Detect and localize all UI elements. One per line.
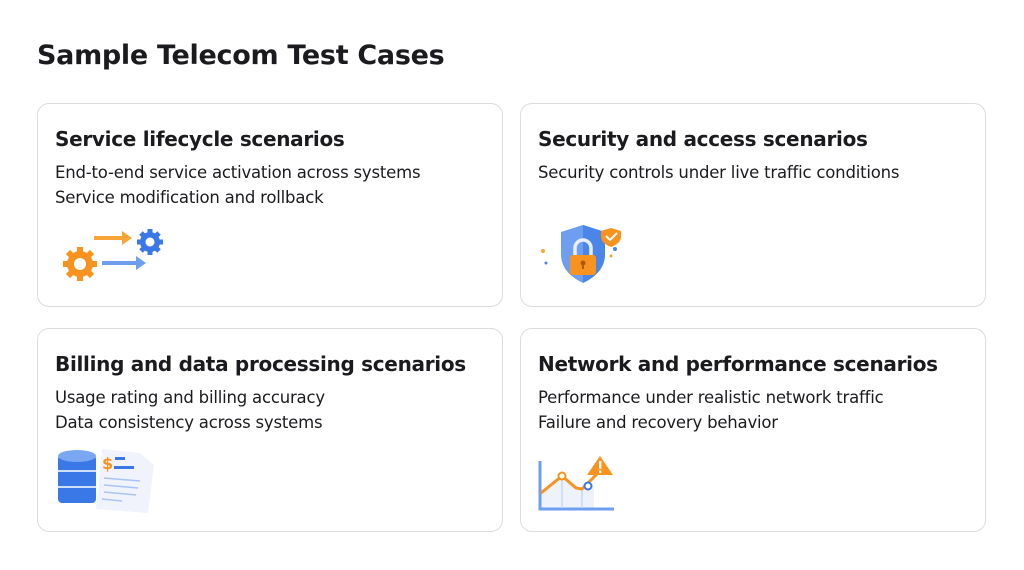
database-invoice-icon: $ (58, 449, 154, 513)
card-item: Performance under realistic network traf… (538, 388, 884, 407)
card-network: Network and performance scenarios Perfor… (520, 328, 986, 532)
card-item: Failure and recovery behavior (538, 413, 778, 432)
card-service-lifecycle: Service lifecycle scenarios End-to-end s… (37, 103, 503, 307)
card-billing: Billing and data processing scenarios Us… (37, 328, 503, 532)
card-item: Security controls under live traffic con… (538, 163, 900, 182)
svg-text:$: $ (102, 454, 113, 473)
card-item: Usage rating and billing accuracy (55, 388, 325, 407)
page-title: Sample Telecom Test Cases (37, 40, 445, 71)
card-item: Service modification and rollback (55, 188, 324, 207)
card-title: Network and performance scenarios (538, 352, 938, 376)
card-item: End-to-end service activation across sys… (55, 163, 421, 182)
card-title: Billing and data processing scenarios (55, 352, 466, 376)
gears-arrows-icon (63, 229, 163, 281)
card-item: Data consistency across systems (55, 413, 323, 432)
shield-lock-icon (541, 225, 621, 283)
card-title: Service lifecycle scenarios (55, 127, 345, 151)
card-security: Security and access scenarios Security c… (520, 103, 986, 307)
chart-warning-icon (538, 456, 614, 511)
card-title: Security and access scenarios (538, 127, 868, 151)
